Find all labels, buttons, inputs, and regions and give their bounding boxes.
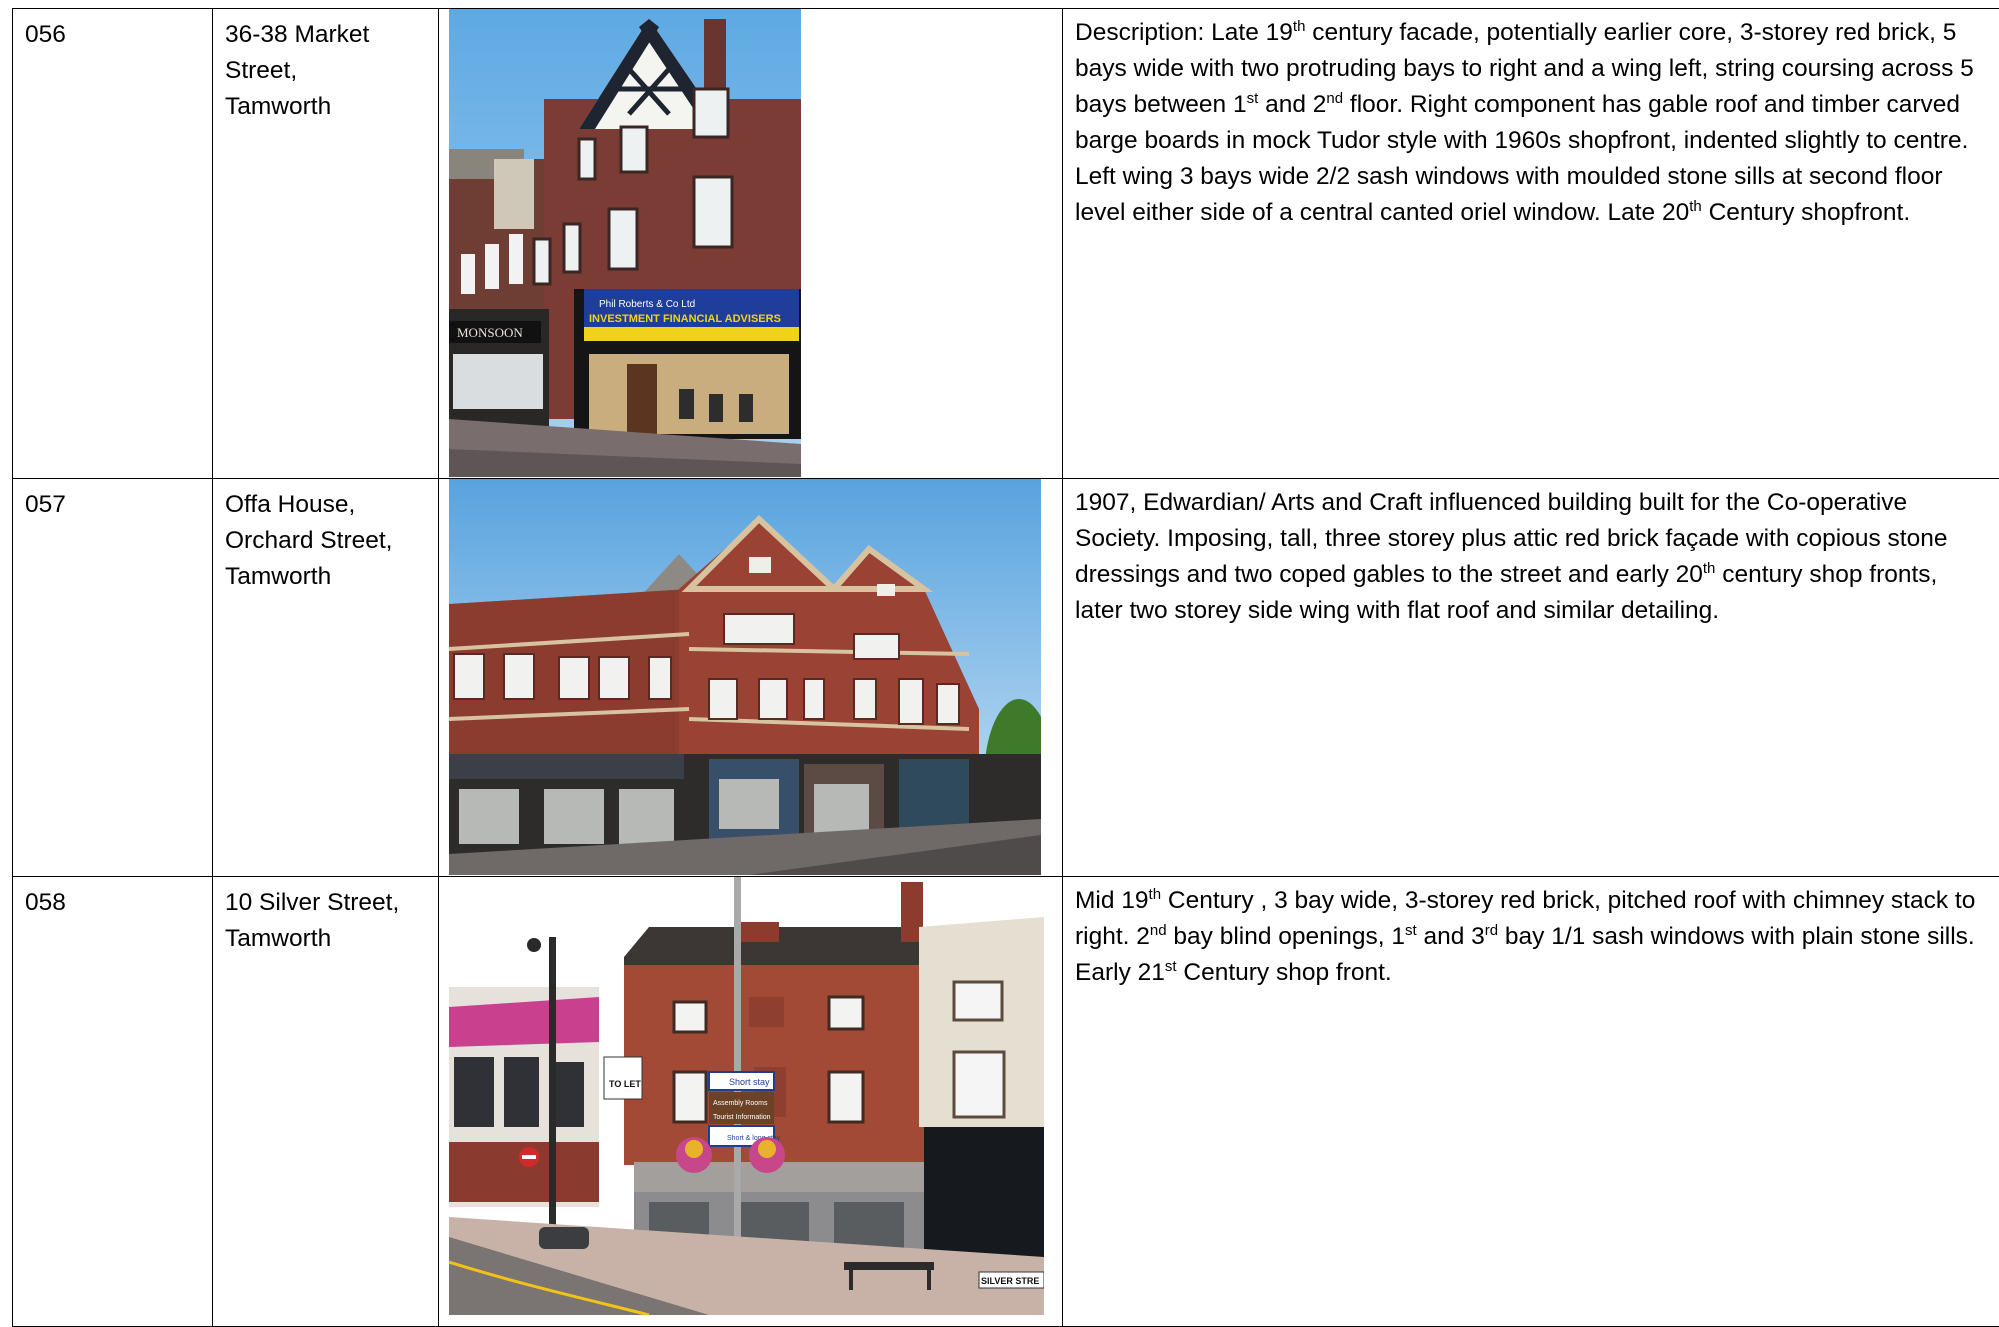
record-address: 10 Silver Street, Tamworth: [213, 877, 438, 957]
description-text: bay blind openings, 1: [1167, 923, 1405, 950]
neighbour-shop-sign: MONSOON: [457, 325, 523, 340]
record-address: 36-38 Market Street, Tamworth: [213, 9, 438, 125]
description-text: Century shop front.: [1177, 959, 1392, 986]
address-line: Tamworth: [225, 89, 426, 125]
address-line: Street,: [225, 53, 426, 89]
record-photo-cell: [439, 479, 1063, 877]
to-let-sign: TO LET: [609, 1079, 641, 1089]
photo-offa-house: [449, 479, 1041, 875]
ordinal-suffix: th: [1703, 560, 1716, 577]
shop-sign-line1: Phil Roberts & Co Ltd: [599, 299, 695, 310]
photo-market-street: MONSOON Phil Roberts & Co Ltd INVESTMENT…: [449, 9, 801, 477]
sign-short-stay: Short stay: [729, 1077, 770, 1087]
address-line: Tamworth: [225, 559, 426, 595]
record-description-cell: Mid 19th Century , 3 bay wide, 3-storey …: [1063, 877, 1999, 1327]
description-text: Mid 19: [1075, 887, 1149, 914]
ordinal-suffix: nd: [1326, 90, 1343, 107]
photo-silver-street: Short stay Assembly Rooms Tourist Inform…: [449, 877, 1044, 1315]
ordinal-suffix: nd: [1150, 922, 1167, 939]
street-name-sign: SILVER STRE: [981, 1276, 1039, 1286]
heritage-record-table: 056 36-38 Market Street, Tamworth: [12, 8, 1999, 1327]
record-id-cell: 057: [13, 479, 213, 877]
ordinal-suffix: st: [1405, 922, 1417, 939]
ordinal-suffix: th: [1293, 18, 1306, 35]
table-row: 058 10 Silver Street, Tamworth: [13, 877, 1999, 1327]
building-photo: MONSOON Phil Roberts & Co Ltd INVESTMENT…: [449, 9, 801, 477]
record-description: Mid 19th Century , 3 bay wide, 3-storey …: [1063, 877, 1999, 991]
building-photo: [449, 479, 1041, 875]
record-id: 057: [13, 479, 212, 523]
description-text: Description: Late 19: [1075, 19, 1293, 46]
address-line: Tamworth: [225, 921, 426, 957]
record-id: 056: [13, 9, 212, 53]
ordinal-suffix: st: [1247, 90, 1259, 107]
record-id-cell: 058: [13, 877, 213, 1327]
description-text: and 2: [1258, 91, 1326, 118]
table-row: 057 Offa House, Orchard Street, Tamworth: [13, 479, 1999, 877]
record-description: Description: Late 19th century facade, p…: [1063, 9, 1999, 231]
record-photo-cell: MONSOON Phil Roberts & Co Ltd INVESTMENT…: [439, 9, 1063, 479]
record-address: Offa House, Orchard Street, Tamworth: [213, 479, 438, 595]
address-line: 36-38 Market: [225, 17, 426, 53]
address-line: Orchard Street,: [225, 523, 426, 559]
ordinal-suffix: th: [1149, 886, 1162, 903]
sign-tourist-information: Tourist Information: [713, 1114, 771, 1121]
record-id-cell: 056: [13, 9, 213, 479]
record-address-cell: 36-38 Market Street, Tamworth: [213, 9, 439, 479]
ordinal-suffix: st: [1165, 958, 1177, 975]
record-description: 1907, Edwardian/ Arts and Craft influenc…: [1063, 479, 1999, 629]
address-line: 10 Silver Street,: [225, 885, 426, 921]
ordinal-suffix: th: [1689, 198, 1702, 215]
ordinal-suffix: rd: [1485, 922, 1498, 939]
record-address-cell: Offa House, Orchard Street, Tamworth: [213, 479, 439, 877]
address-line: Offa House,: [225, 487, 426, 523]
record-photo-cell: Short stay Assembly Rooms Tourist Inform…: [439, 877, 1063, 1327]
record-address-cell: 10 Silver Street, Tamworth: [213, 877, 439, 1327]
record-description-cell: Description: Late 19th century facade, p…: [1063, 9, 1999, 479]
description-text: and 3: [1417, 923, 1485, 950]
record-id: 058: [13, 877, 212, 921]
description-text: Century shopfront.: [1702, 199, 1910, 226]
sign-assembly-rooms: Assembly Rooms: [713, 1100, 768, 1107]
shop-sign-line2: INVESTMENT FINANCIAL ADVISERS: [589, 313, 781, 325]
record-description-cell: 1907, Edwardian/ Arts and Craft influenc…: [1063, 479, 1999, 877]
building-photo: Short stay Assembly Rooms Tourist Inform…: [449, 877, 1044, 1315]
table-row: 056 36-38 Market Street, Tamworth: [13, 9, 1999, 479]
